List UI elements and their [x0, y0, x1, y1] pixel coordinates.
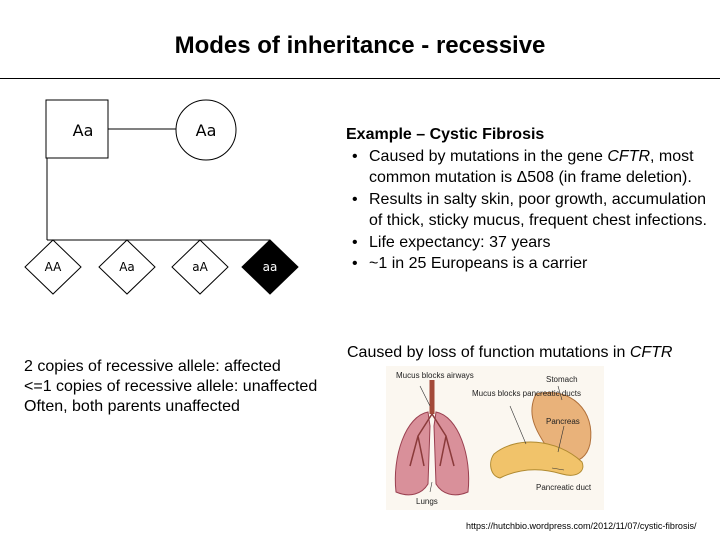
bullet-life-expectancy: Life expectancy: 37 years — [346, 232, 716, 254]
pointer-line — [419, 385, 431, 407]
child-diamond-2 — [98, 239, 156, 295]
child-genotype-affected: aa — [262, 260, 278, 274]
child-diamond-affected — [241, 239, 299, 295]
source-link[interactable]: https://hutchbio.wordpress.com/2012/11/0… — [466, 521, 697, 531]
example-bullets: Caused by mutations in the gene CFTR, mo… — [346, 146, 716, 275]
child-genotype-2: Aa — [119, 260, 135, 274]
mother-circle — [175, 99, 237, 161]
bullet-symptoms: Results in salty skin, poor growth, accu… — [346, 189, 716, 232]
child-genotype-1: AA — [44, 260, 62, 274]
label-mucus-ducts: Mucus blocks pancreatic ducts — [472, 389, 581, 398]
bullet-text: , most common mutation is Δ508 (in frame… — [369, 147, 694, 187]
caused-by-label: Caused by loss of function mutations in — [347, 344, 630, 361]
caused-by-text: Caused by loss of function mutations in … — [347, 342, 707, 363]
example-block: Example – Cystic Fibrosis Caused by muta… — [346, 124, 716, 275]
father-square — [45, 99, 109, 159]
child-diamond-3 — [171, 239, 229, 295]
gene-name: CFTR — [607, 147, 651, 165]
example-heading: Example – Cystic Fibrosis — [346, 126, 545, 143]
father-genotype: Aa — [72, 121, 94, 140]
bronchi-shape — [409, 413, 455, 467]
label-pancreatic-duct: Pancreatic duct — [536, 483, 592, 492]
child-genotype-3: aA — [192, 260, 208, 274]
illustration-svg: Mucus blocks airways Mucus blocks pancre… — [394, 371, 592, 506]
label-stomach: Stomach — [546, 375, 578, 384]
bullet-cftr: Caused by mutations in the gene CFTR, mo… — [346, 146, 716, 189]
child-diamond-1 — [24, 239, 82, 295]
mother-genotype: Aa — [195, 121, 217, 140]
rule-parents: Often, both parents unaffected — [24, 398, 240, 415]
rule-unaffected: <=1 copies of recessive allele: unaffect… — [24, 378, 318, 395]
pointer-line — [557, 385, 563, 401]
pointer-line — [551, 467, 565, 471]
rule-affected: 2 copies of recessive allele: affected — [24, 358, 281, 375]
bullet-text: Caused by mutations in the gene — [369, 147, 608, 165]
cystic-fibrosis-illustration: Mucus blocks airways Mucus blocks pancre… — [386, 366, 604, 510]
label-lungs: Lungs — [416, 497, 438, 506]
pointer-line — [557, 425, 565, 453]
label-mucus-airways: Mucus blocks airways — [396, 371, 474, 380]
pointer-line — [429, 481, 433, 493]
title-divider — [0, 78, 720, 79]
pointer-line — [509, 405, 527, 445]
slide-title: Modes of inheritance - recessive — [174, 32, 546, 59]
bullet-carrier: ~1 in 25 Europeans is a carrier — [346, 253, 716, 275]
label-pancreas: Pancreas — [546, 417, 580, 426]
caused-by-gene: CFTR — [629, 344, 673, 361]
inheritance-rules: 2 copies of recessive allele: affected <… — [24, 357, 364, 417]
